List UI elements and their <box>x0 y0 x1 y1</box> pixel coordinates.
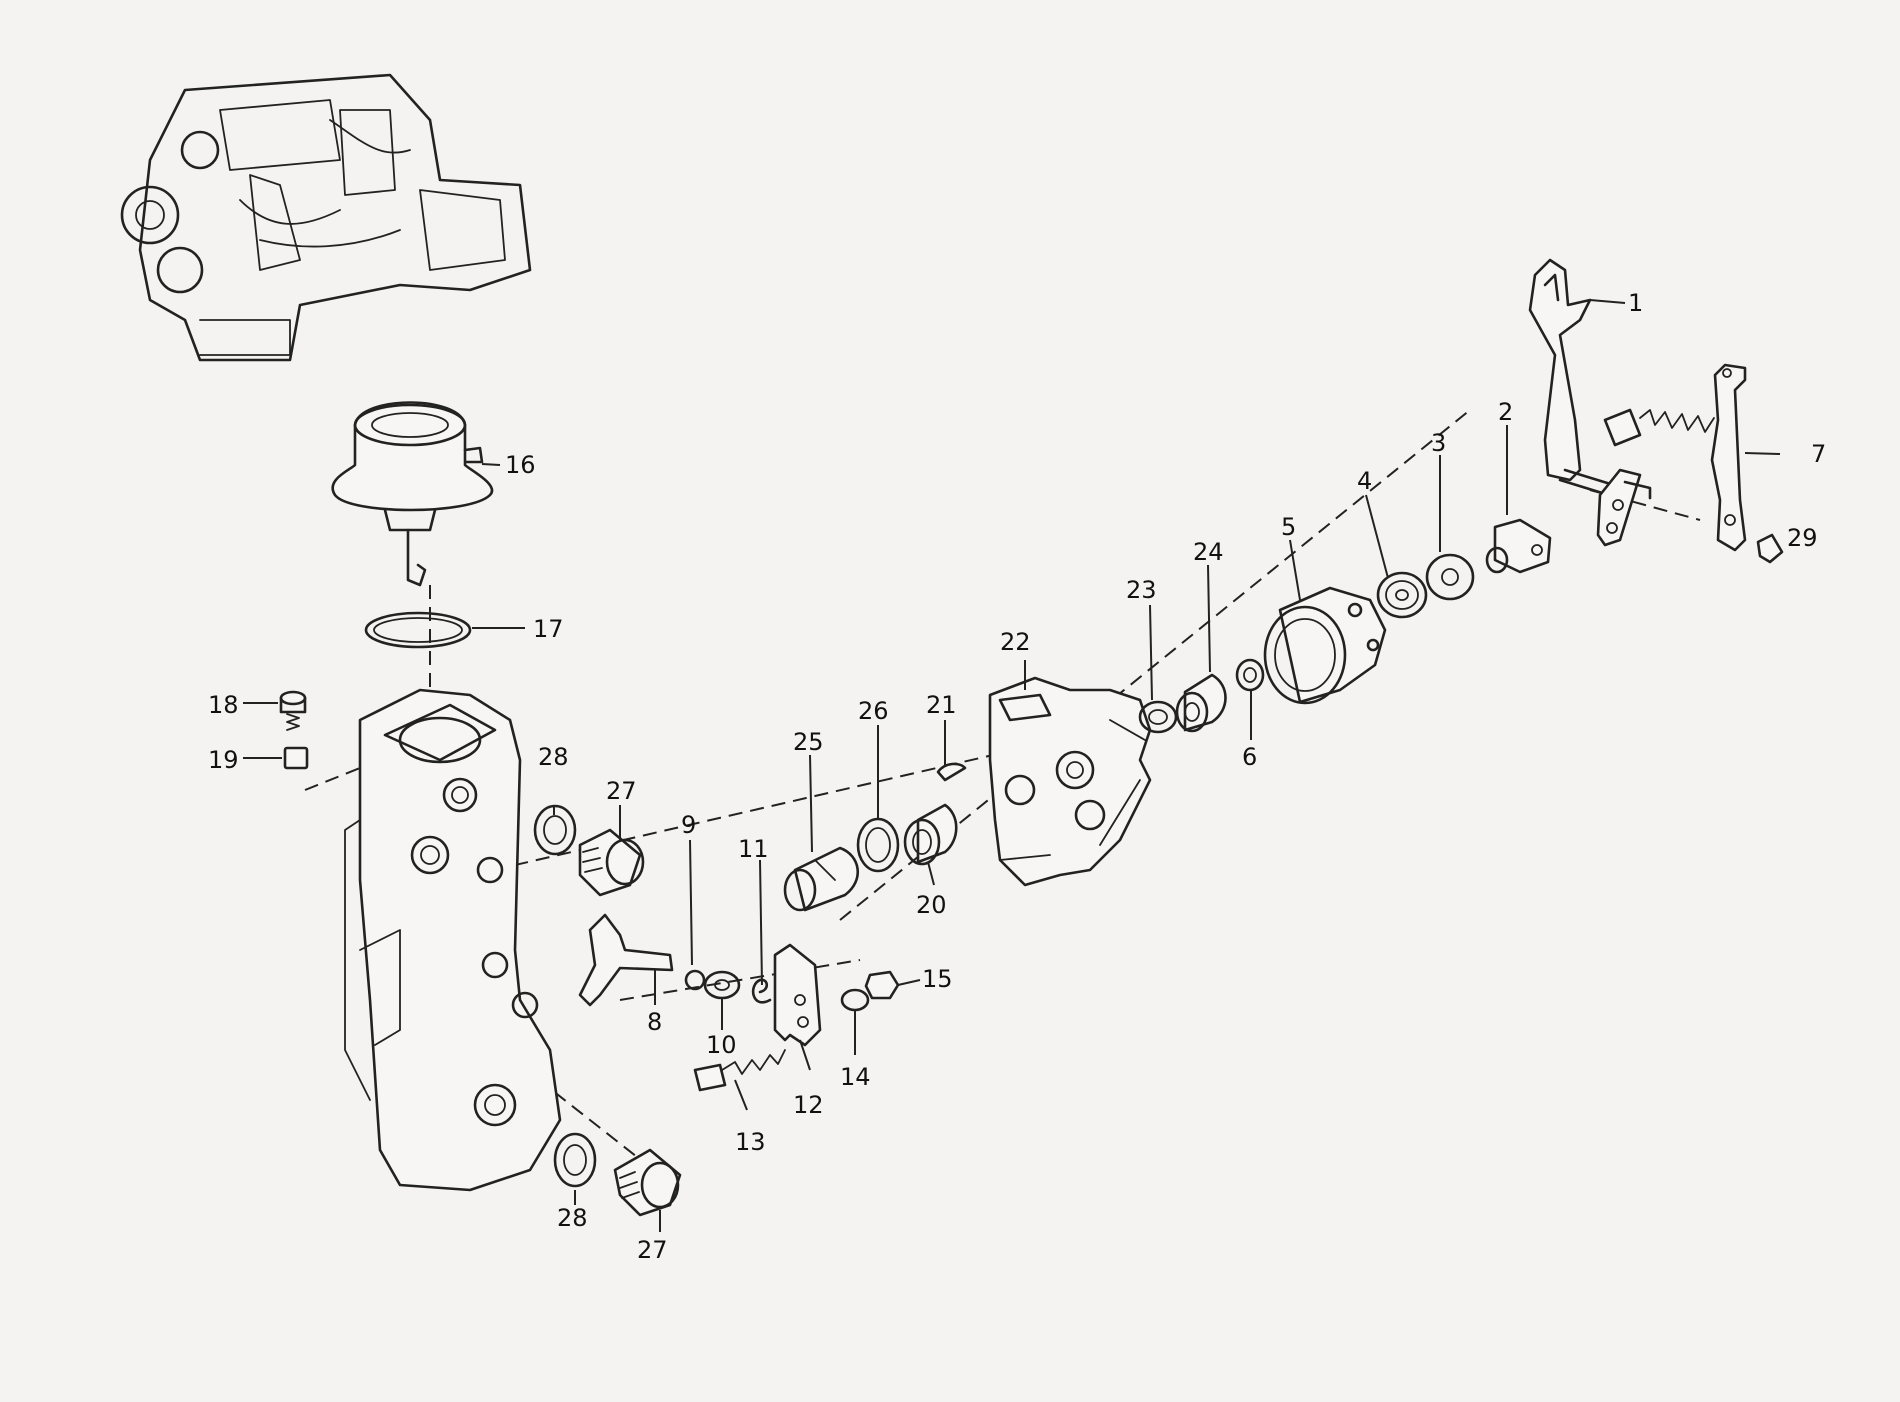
part-21-woodruff-key <box>936 762 967 782</box>
callout-16: 16 <box>505 451 536 479</box>
part-22-pump-body <box>988 676 1152 887</box>
callout-27-upper: 27 <box>606 777 637 805</box>
part-18-screw <box>279 690 307 731</box>
part-29-clip <box>1756 533 1784 564</box>
callout-6: 6 <box>1242 743 1257 771</box>
callout-11: 11 <box>738 835 769 863</box>
callout-13: 13 <box>735 1128 766 1156</box>
part-3-washer <box>1425 553 1475 601</box>
callout-1: 1 <box>1628 289 1643 317</box>
callout-20: 20 <box>916 891 947 919</box>
part-1-adjusting-lever <box>1528 258 1652 547</box>
part-2-eccentric-block <box>1485 518 1552 574</box>
callout-18: 18 <box>208 691 239 719</box>
callout-14: 14 <box>840 1063 871 1091</box>
part-9-ring <box>684 969 706 991</box>
callout-9: 9 <box>681 811 696 839</box>
part-5-housing-cover <box>1263 586 1387 705</box>
callout-8: 8 <box>647 1008 662 1036</box>
part-17-o-ring <box>364 611 472 649</box>
part-23-ring <box>1138 700 1178 734</box>
part-20-bushing <box>903 803 958 866</box>
callout-leader-lines <box>243 299 1781 1232</box>
callout-15: 15 <box>922 965 953 993</box>
part-15-nut <box>864 970 900 1000</box>
part-8-lever <box>578 913 674 1007</box>
part-25-sleeve <box>783 846 860 912</box>
callout-4: 4 <box>1357 467 1372 495</box>
part-11-circlip <box>751 978 772 1004</box>
callout-10: 10 <box>706 1031 737 1059</box>
part-26-needle-bearing <box>856 817 900 873</box>
part-14-washer <box>840 988 870 1012</box>
callout-23: 23 <box>1126 576 1157 604</box>
part-13-spring-bolt <box>693 1049 786 1092</box>
callout-2: 2 <box>1498 398 1513 426</box>
callout-17: 17 <box>533 615 564 643</box>
part-27-plug-upper <box>578 828 645 897</box>
callout-25: 25 <box>793 728 824 756</box>
callout-28-lower: 28 <box>557 1204 588 1232</box>
callout-7: 7 <box>1811 440 1826 468</box>
part-4-thrust-bearing <box>1376 571 1428 619</box>
callout-29: 29 <box>1787 524 1818 552</box>
part-28-seal-ring-lower <box>553 1132 597 1188</box>
callout-22: 22 <box>1000 628 1031 656</box>
pump-housing <box>344 688 562 1192</box>
engine-overview-illustration <box>120 73 532 362</box>
callout-21: 21 <box>926 691 957 719</box>
callout-19: 19 <box>208 746 239 774</box>
callout-3: 3 <box>1431 429 1446 457</box>
callout-labels: 1 2 3 4 5 6 7 8 9 10 11 12 13 14 15 16 1… <box>208 289 1826 1264</box>
part-19-nut <box>283 746 309 770</box>
callout-28-upper: 28 <box>538 743 569 771</box>
callout-5: 5 <box>1281 513 1296 541</box>
callout-24: 24 <box>1193 538 1224 566</box>
part-16-pressure-regulator <box>331 401 494 587</box>
callout-27-lower: 27 <box>637 1236 668 1264</box>
part-7-spring-lever <box>1603 363 1747 552</box>
part-27-plug-lower <box>613 1148 682 1217</box>
callout-12: 12 <box>793 1091 824 1119</box>
part-24-bushing <box>1175 673 1227 733</box>
part-6-ring <box>1235 658 1265 692</box>
callout-26: 26 <box>858 697 889 725</box>
